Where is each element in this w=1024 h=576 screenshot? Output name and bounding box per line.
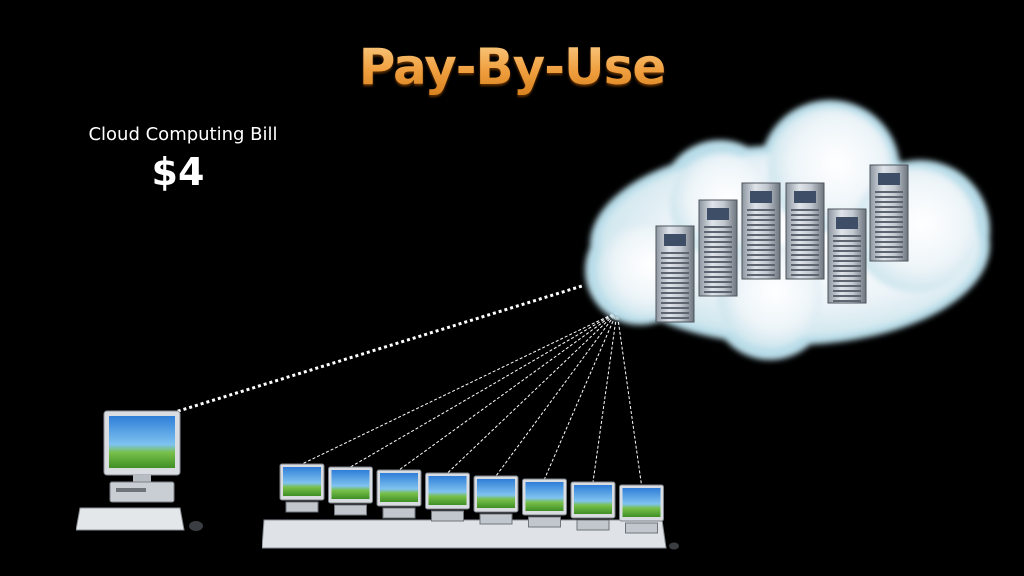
computer-group <box>262 463 679 550</box>
fan-connection-line <box>616 311 642 486</box>
fan-connection-line <box>495 311 618 477</box>
server-rack-icon <box>869 164 909 262</box>
fan-connection-line <box>447 311 618 474</box>
fan-connection-line <box>301 311 618 465</box>
desktop-computer-icon <box>570 481 616 531</box>
desktop-computer-icon <box>473 475 519 525</box>
desktop-computer-icon <box>425 472 470 522</box>
server-rack-icon <box>655 225 695 323</box>
mouse-icon <box>669 542 679 550</box>
server-group <box>655 164 909 323</box>
server-rack-icon <box>827 208 867 304</box>
server-rack-icon <box>741 182 781 280</box>
fan-connection-line <box>544 311 618 480</box>
server-rack-icon <box>698 199 738 297</box>
desktop-computer-icon <box>522 478 567 528</box>
bill-label: Cloud Computing Bill <box>88 124 278 145</box>
fan-connection-line <box>592 311 618 483</box>
server-rack-icon <box>785 182 825 280</box>
desktop-computer-icon <box>279 463 325 513</box>
desktop-computer-icon <box>328 466 373 516</box>
desktop-computer-icon <box>76 410 203 531</box>
bill-amount: $4 <box>151 150 205 194</box>
slide-title: Pay-By-Use <box>0 38 1024 96</box>
desktop-computer-icon <box>619 484 664 534</box>
desktop-computer-icon <box>376 469 422 519</box>
fan-connection-line <box>350 311 618 468</box>
fan-connection-lines <box>301 311 642 486</box>
